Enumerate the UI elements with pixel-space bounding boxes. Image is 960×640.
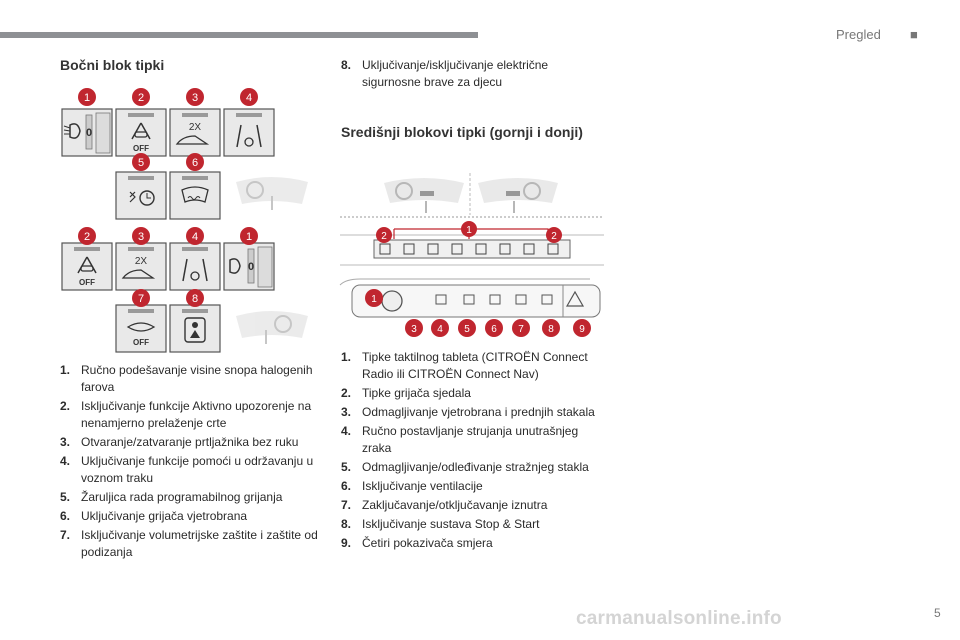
callouts-row-2: 5 6 bbox=[132, 153, 204, 171]
switch-row-3: OFF 2X 0 bbox=[61, 242, 275, 291]
switch-row-2 bbox=[115, 171, 308, 220]
header-bar bbox=[0, 32, 478, 38]
svg-text:5: 5 bbox=[464, 324, 470, 335]
list-item: 5.Odmagljivanje/odleđivanje stražnjeg st… bbox=[341, 460, 589, 474]
list-item: 2.Isključivanje funkcije Aktivno upozore… bbox=[60, 399, 312, 430]
svg-text:1: 1 bbox=[246, 231, 252, 243]
svg-text:OFF: OFF bbox=[133, 144, 149, 153]
upper-callouts: 2 1 2 bbox=[376, 221, 562, 243]
svg-text:2: 2 bbox=[381, 231, 387, 242]
list-item: 7.Isključivanje volumetrijske zaštite i … bbox=[60, 528, 318, 559]
callouts-row-1: 1 2 3 4 bbox=[78, 88, 258, 106]
svg-text:3: 3 bbox=[138, 231, 144, 243]
lane-warning-icon bbox=[131, 122, 151, 140]
windscreen-heater-icon bbox=[181, 186, 209, 203]
programmable-heating-icon bbox=[129, 190, 155, 206]
svg-text:4: 4 bbox=[437, 324, 443, 335]
svg-text:8: 8 bbox=[192, 293, 198, 305]
svg-text:2: 2 bbox=[84, 231, 90, 243]
left-legend-list: 1.Ručno podešavanje visine snopa halogen… bbox=[60, 362, 320, 563]
steering-wheel-icon bbox=[384, 178, 464, 213]
section-marker: ■ bbox=[910, 27, 918, 42]
svg-text:0: 0 bbox=[86, 127, 92, 139]
list-item: 1.Tipke taktilnog tableta (CITROËN Conne… bbox=[341, 350, 588, 381]
svg-text:3: 3 bbox=[411, 324, 417, 335]
watermark: carmanualsonline.info bbox=[576, 608, 782, 629]
svg-text:7: 7 bbox=[138, 293, 144, 305]
left-heading: Bočni blok tipki bbox=[60, 57, 165, 73]
svg-text:2X: 2X bbox=[189, 122, 202, 133]
list-item: 3.Odmagljivanje vjetrobrana i prednjih s… bbox=[341, 405, 595, 419]
lane-keep-icon bbox=[236, 124, 262, 148]
side-switch-panel-figure: 0 OFF 2X 1 2 3 4 bbox=[50, 80, 330, 355]
volumetric-protection-icon bbox=[126, 322, 156, 332]
switch-row-1: 0 OFF 2X bbox=[61, 108, 275, 157]
tailgate-icon bbox=[175, 135, 210, 145]
lower-callouts: 1 3 4 5 6 7 8 9 bbox=[365, 289, 591, 337]
list-item: 9.Četiri pokazivača smjera bbox=[341, 536, 493, 550]
list-item: 1.Ručno podešavanje visine snopa halogen… bbox=[60, 363, 313, 394]
svg-text:2: 2 bbox=[551, 231, 557, 242]
list-item: 4.Uključivanje funkcije pomoći u održava… bbox=[60, 454, 314, 485]
svg-text:9: 9 bbox=[579, 324, 585, 335]
list-item: 8.Isključivanje sustava Stop & Start bbox=[341, 517, 540, 531]
svg-text:6: 6 bbox=[192, 157, 198, 169]
upper-button-panel bbox=[340, 216, 604, 266]
page-number: 5 bbox=[934, 606, 941, 620]
list-item: 7.Zaključavanje/otključavanje iznutra bbox=[341, 498, 548, 512]
headlamp-level-icon bbox=[63, 123, 81, 139]
callouts-row-4: 7 8 bbox=[132, 289, 204, 307]
svg-text:1: 1 bbox=[84, 92, 90, 104]
svg-text:OFF: OFF bbox=[133, 338, 149, 347]
switch-row-4: OFF bbox=[115, 304, 308, 353]
list-item: 4.Ručno postavljanje strujanja unutrašnj… bbox=[341, 424, 579, 455]
right-legend-list: 1.Tipke taktilnog tableta (CITROËN Conne… bbox=[341, 349, 606, 554]
list-item: 3.Otvaranje/zatvaranje prtljažnika bez r… bbox=[60, 435, 299, 449]
svg-text:1: 1 bbox=[371, 294, 377, 305]
svg-text:0: 0 bbox=[248, 261, 254, 273]
svg-text:1: 1 bbox=[466, 225, 472, 236]
list-item: 2.Tipke grijača sjedala bbox=[341, 386, 471, 400]
svg-text:2: 2 bbox=[138, 92, 144, 104]
svg-text:5: 5 bbox=[138, 157, 144, 169]
svg-text:6: 6 bbox=[491, 324, 497, 335]
child-lock-icon bbox=[184, 317, 206, 343]
lower-button-panel bbox=[339, 278, 601, 318]
hazard-warning-icon bbox=[565, 290, 585, 307]
svg-text:4: 4 bbox=[246, 92, 252, 104]
svg-text:2X: 2X bbox=[135, 256, 148, 267]
list-item: 6.Uključivanje grijača vjetrobrana bbox=[60, 509, 248, 523]
right-heading: Središnji blokovi tipki (gornji i donji) bbox=[341, 124, 583, 140]
list-item: 5.Žaruljica rada programabilnog grijanja bbox=[60, 490, 283, 504]
list-item: 6.Isključivanje ventilacije bbox=[341, 479, 483, 493]
centre-switch-panel-figure: 2 1 2 1 3 4 5 6 7 8 bbox=[336, 165, 608, 350]
svg-text:4: 4 bbox=[192, 231, 198, 243]
intro-list-item: 8. Uključivanje/isključivanje električne… bbox=[341, 58, 549, 89]
svg-text:8: 8 bbox=[548, 324, 554, 335]
section-title: Pregled bbox=[836, 27, 881, 42]
steering-wheel-icon bbox=[236, 177, 308, 210]
svg-text:OFF: OFF bbox=[79, 278, 95, 287]
svg-text:7: 7 bbox=[518, 324, 524, 335]
callouts-row-3: 2 3 4 1 bbox=[78, 227, 258, 245]
svg-text:3: 3 bbox=[192, 92, 198, 104]
